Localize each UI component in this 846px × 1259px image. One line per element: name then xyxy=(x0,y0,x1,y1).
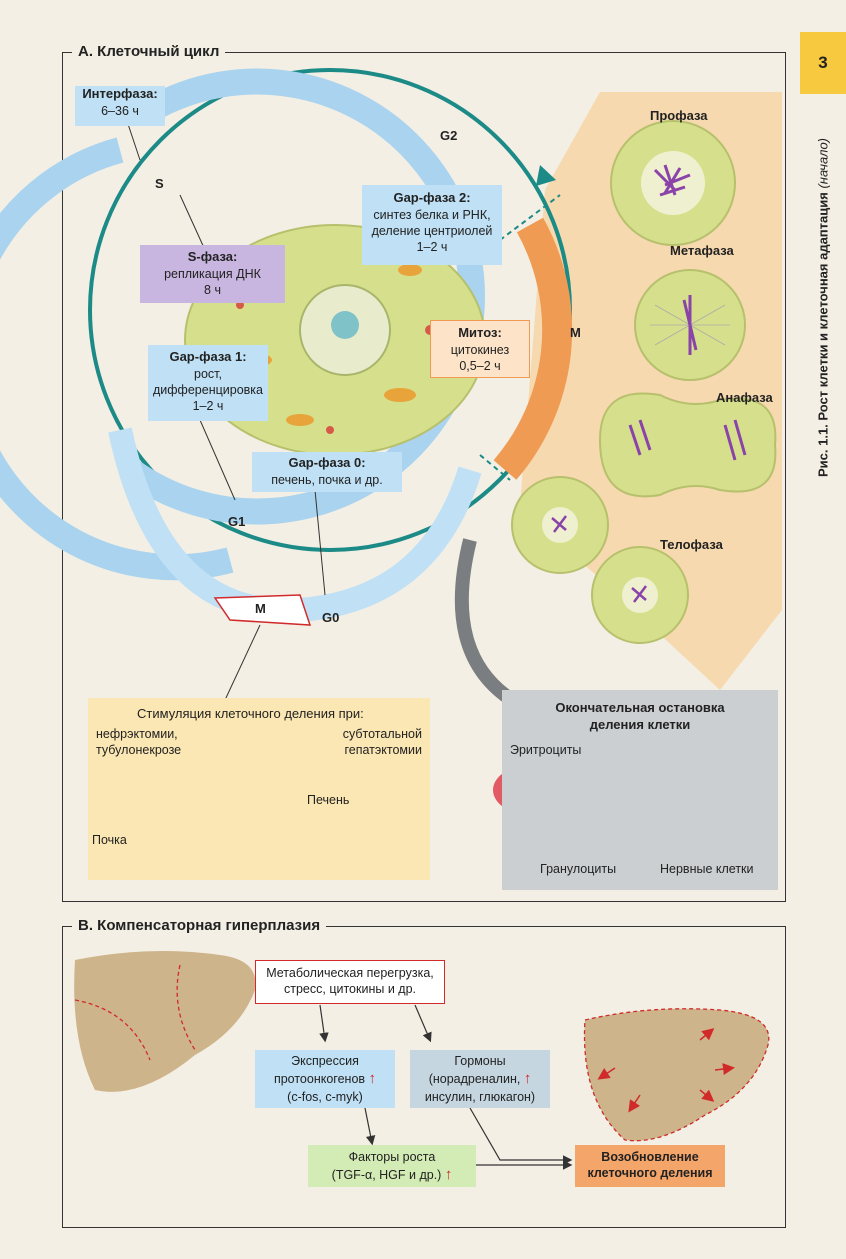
s-phase-title: S-фаза: xyxy=(187,249,238,264)
gap1-text2: дифференцировка xyxy=(153,383,263,398)
erythrocytes-label: Эритроциты xyxy=(510,743,582,757)
gap1-time: 1–2 ч xyxy=(192,399,224,414)
section-a-title: А. Клеточный цикл xyxy=(72,43,226,60)
gap1-box: Gap-фаза 1: рост, дифференцировка 1–2 ч xyxy=(148,345,268,421)
gap0-box: Gap-фаза 0: печень, почка и др. xyxy=(252,452,402,492)
expression-up-icon: ↑ xyxy=(368,1070,377,1088)
renewal-line1: Возобновление xyxy=(601,1150,699,1164)
growth-line2-wrap: (TGF-α, HGF и др.) ↑ xyxy=(308,1165,476,1185)
metaphase-label: Метафаза xyxy=(670,243,734,258)
granulocytes-label: Гранулоциты xyxy=(540,862,617,876)
stimulation-left1: нефрэктомии, xyxy=(96,727,178,741)
hormones-line2-wrap: (норадреналин, ↑ xyxy=(410,1069,550,1089)
terminal-title: Окончательная остановка деления клетки xyxy=(502,700,778,734)
terminal-title1: Окончательная остановка xyxy=(555,700,725,715)
mitosis-text: цитокинез xyxy=(450,342,510,357)
metabolic-box: Метаболическая перегрузка, стресс, циток… xyxy=(255,960,445,1004)
stimulation-left: нефрэктомии, тубулонекрозе xyxy=(96,727,181,758)
label-s: S xyxy=(155,176,164,191)
hormones-line3: инсулин, глюкагон) xyxy=(424,1089,536,1104)
expression-line1: Экспрессия xyxy=(291,1054,359,1068)
growth-line2: (TGF-α, HGF и др.) xyxy=(331,1168,442,1183)
hormones-box: Гормоны (норадреналин, ↑ инсулин, глюкаг… xyxy=(410,1050,550,1108)
stimulation-right1: субтотальной xyxy=(342,727,422,741)
label-g0: G0 xyxy=(322,610,340,625)
stimulation-right: субтотальной гепатэктомии xyxy=(322,727,422,758)
terminal-title2: деления клетки xyxy=(589,716,691,732)
label-g1: G1 xyxy=(228,514,246,529)
gap2-text1: синтез белка и РНК, xyxy=(373,207,491,222)
mitosis-arc xyxy=(493,217,573,480)
renewal-box: Возобновление клеточного деления xyxy=(575,1145,725,1187)
label-m-small: M xyxy=(255,601,266,616)
gap1-title: Gap-фаза 1: xyxy=(169,349,247,364)
terminal-arrow xyxy=(454,538,524,712)
terminal-panel xyxy=(502,690,778,890)
anaphase-cell xyxy=(598,392,777,498)
mitosis-time: 0,5–2 ч xyxy=(459,359,501,374)
liver-b-right xyxy=(583,1008,770,1142)
label-g2: G2 xyxy=(440,128,458,143)
stimulation-right2: гепатэктомии xyxy=(344,742,423,757)
growth-factors-box: Факторы роста (TGF-α, HGF и др.) ↑ xyxy=(308,1145,476,1187)
gap1-text1: рост, xyxy=(194,366,222,381)
expression-line2: протоонкогенов xyxy=(273,1072,366,1087)
metabolic-line2: стресс, цитокины и др. xyxy=(284,982,416,997)
metabolic-line1: Метаболическая перегрузка, xyxy=(266,966,434,980)
mitosis-title: Митоз: xyxy=(458,325,502,340)
liver-b-left xyxy=(74,951,256,1092)
interphase-box: Интерфаза: 6–36 ч xyxy=(75,86,165,126)
section-b-title: В. Компенсаторная гиперплазия xyxy=(72,917,327,934)
hormones-line2: (норадреналин, xyxy=(428,1072,521,1087)
hormones-up-icon: ↑ xyxy=(523,1070,532,1088)
nerve-cells-label: Нервные клетки xyxy=(660,862,754,876)
expression-line2-wrap: протоонкогенов ↑ xyxy=(255,1069,395,1089)
interphase-title: Интерфаза: xyxy=(82,86,158,101)
page-number: 3 xyxy=(800,32,846,94)
gap2-title: Gap-фаза 2: xyxy=(393,190,471,205)
side-margin xyxy=(800,0,846,1259)
section-a-frame xyxy=(62,52,786,902)
anaphase-label: Анафаза xyxy=(716,390,773,405)
telophase-label: Телофаза xyxy=(660,537,723,552)
gap0-title: Gap-фаза 0: xyxy=(288,455,366,470)
s-phase-time: 8 ч xyxy=(204,283,221,298)
s-phase-text: репликация ДНК xyxy=(164,266,261,281)
gap2-box: Gap-фаза 2: синтез белка и РНК, деление … xyxy=(362,185,502,265)
kidney-label: Почка xyxy=(92,833,127,847)
s-phase-box: S-фаза: репликация ДНК 8 ч xyxy=(140,245,285,303)
liver-label: Печень xyxy=(307,793,350,807)
stimulation-left2: тубулонекрозе xyxy=(96,742,182,757)
label-m: M xyxy=(570,325,581,340)
gap0-text: печень, почка и др. xyxy=(271,472,383,487)
mitosis-box: Митоз: цитокинез 0,5–2 ч xyxy=(430,320,530,378)
gap2-time: 1–2 ч xyxy=(416,240,448,255)
renewal-line2: клеточного деления xyxy=(587,1166,713,1181)
expression-line3: (c-fos, c-myk) xyxy=(287,1089,363,1104)
section-b-frame xyxy=(62,926,786,1228)
prophase-label: Профаза xyxy=(650,108,708,123)
growth-up-icon: ↑ xyxy=(444,1166,453,1184)
stimulation-panel xyxy=(88,698,430,880)
expression-box: Экспрессия протоонкогенов ↑ (c-fos, c-my… xyxy=(255,1050,395,1108)
hormones-line1: Гормоны xyxy=(454,1054,506,1068)
growth-line1: Факторы роста xyxy=(348,1150,436,1164)
gap2-text2: деление центриолей xyxy=(371,224,493,239)
stimulation-title: Стимуляция клеточного деления при: xyxy=(137,706,364,721)
interphase-time: 6–36 ч xyxy=(101,103,139,118)
